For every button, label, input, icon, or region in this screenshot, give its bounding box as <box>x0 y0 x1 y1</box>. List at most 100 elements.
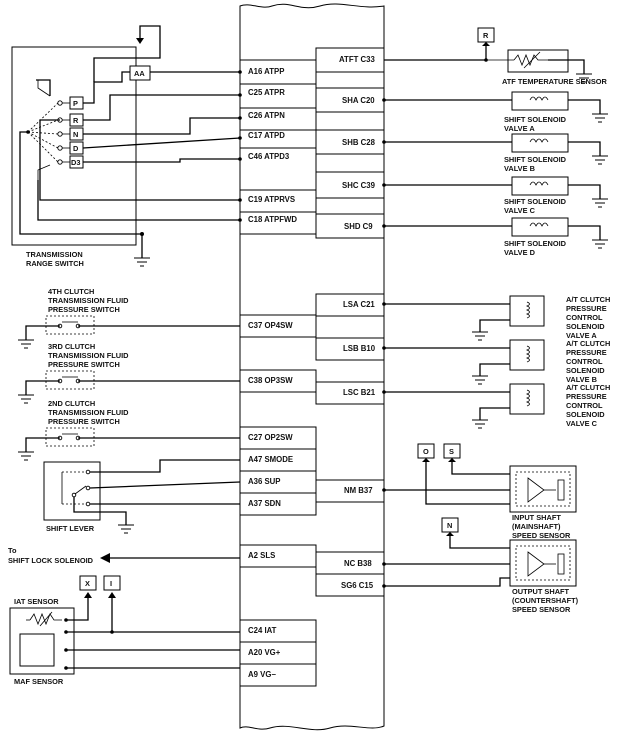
pressure-switch-4th: 4TH CLUTCH TRANSMISSION FLUID PRESSURE S… <box>18 287 240 349</box>
connector-i-label: I <box>110 579 112 588</box>
shift-lock-label: SHIFT LOCK SOLENOID <box>8 556 94 565</box>
ssc-label-2: VALVE C <box>504 206 536 215</box>
pin-c27-op2sw: C27 OP2SW <box>248 433 293 442</box>
ps3-label-1: 3RD CLUTCH <box>48 342 95 351</box>
psb-label-1: A/T CLUTCH <box>566 339 610 348</box>
ecm-left-pin-labels: A16 ATPP C25 ATPR C26 ATPN C17 ATPD C46 … <box>248 67 297 679</box>
pin-a47-smode: A47 SMODE <box>248 455 293 464</box>
input-sensor-label-1: INPUT SHAFT <box>512 513 561 522</box>
pressure-solenoid-b: A/T CLUTCH PRESSURE CONTROL SOLENOID VAL… <box>382 339 610 385</box>
pressure-solenoid-a: A/T CLUTCH PRESSURE CONTROL SOLENOID VAL… <box>382 295 610 341</box>
pin-nm-b37: NM B37 <box>344 486 373 495</box>
maf-sensor-label: MAF SENSOR <box>14 677 64 686</box>
pin-shd-c9: SHD C9 <box>344 222 373 231</box>
psc-label-3: CONTROL <box>566 401 603 410</box>
input-sensor-label-3: SPEED SENSOR <box>512 531 571 540</box>
psa-label-1: A/T CLUTCH <box>566 295 610 304</box>
iat-sensor-label: IAT SENSOR <box>14 597 59 606</box>
pin-c25-atpr: C25 ATPR <box>248 88 285 97</box>
ssd-label-1: SHIFT SOLENOID <box>504 239 567 248</box>
shift-lever-label: SHIFT LEVER <box>46 524 95 533</box>
position-d: D <box>73 144 79 153</box>
ps3-label-3: PRESSURE SWITCH <box>48 360 120 369</box>
shift-lock-to: To <box>8 546 17 555</box>
ssd-label-2: VALVE D <box>504 248 536 257</box>
pin-atft-c33: ATFT C33 <box>339 55 375 64</box>
ps3-label-2: TRANSMISSION FLUID <box>48 351 129 360</box>
pin-c17-atpd: C17 ATPD <box>248 131 285 140</box>
psa-label-3: CONTROL <box>566 313 603 322</box>
ecm-right-pin-boxes <box>315 47 385 597</box>
pressure-solenoid-c: A/T CLUTCH PRESSURE CONTROL SOLENOID VAL… <box>382 383 610 429</box>
psb-label-2: PRESSURE <box>566 348 607 357</box>
connector-s-label: S <box>449 447 454 456</box>
ssc-label-1: SHIFT SOLENOID <box>504 197 567 206</box>
ps4-label-1: 4TH CLUTCH <box>48 287 94 296</box>
pin-a36-sup: A36 SUP <box>248 477 281 486</box>
pin-nc-b38: NC B38 <box>344 559 372 568</box>
psb-label-4: SOLENOID <box>566 366 605 375</box>
shift-solenoid-a: SHIFT SOLENOID VALVE A <box>382 91 608 133</box>
psb-label-3: CONTROL <box>566 357 603 366</box>
psc-label-4: SOLENOID <box>566 410 605 419</box>
connector-aa-label: AA <box>134 69 145 78</box>
ps2-label-2: TRANSMISSION FLUID <box>48 408 129 417</box>
connector-n-label: N <box>447 521 452 530</box>
atf-temperature-sensor: R ATF TEMPERATURE SENSOR <box>384 27 608 86</box>
range-switch-wires <box>36 70 242 222</box>
pin-c24-iat: C24 IAT <box>248 626 277 635</box>
connector-aa: AA <box>93 25 161 82</box>
position-n: N <box>73 130 78 139</box>
psa-label-4: SOLENOID <box>566 322 605 331</box>
output-sensor-label-3: SPEED SENSOR <box>512 605 571 614</box>
ecm-left-pin-boxes <box>239 59 317 687</box>
pin-sha-c20: SHA C20 <box>342 96 375 105</box>
pin-lsb-b10: LSB B10 <box>343 344 376 353</box>
output-sensor-label-2: (COUNTERSHAFT) <box>512 596 579 605</box>
ssb-label-2: VALVE B <box>504 164 535 173</box>
pin-c46-atpd3: C46 ATPD3 <box>248 152 290 161</box>
psb-label-5: VALVE B <box>566 375 597 384</box>
position-d3: D3 <box>71 158 80 167</box>
shift-lock-output: To SHIFT LOCK SOLENOID <box>8 546 240 565</box>
pin-c37-op4sw: C37 OP4SW <box>248 321 293 330</box>
connector-x-label: X <box>85 579 90 588</box>
ecm-right-pin-labels: ATFT C33 SHA C20 SHB C28 SHC C39 SHD C9 … <box>339 55 376 590</box>
shift-solenoid-c: SHIFT SOLENOID VALVE C <box>382 176 608 215</box>
transmission-range-switch: P R N D D3 TRANSMISSION RANGE SWITCH <box>11 46 150 268</box>
range-switch-label-1: TRANSMISSION <box>26 250 83 259</box>
pin-shc-c39: SHC C39 <box>342 181 376 190</box>
pin-a20-vg-plus: A20 VG+ <box>248 648 281 657</box>
input-sensor-label-2: (MAINSHAFT) <box>512 522 561 531</box>
ps2-label-3: PRESSURE SWITCH <box>48 417 120 426</box>
psc-label-2: PRESSURE <box>566 392 607 401</box>
pin-lsa-c21: LSA C21 <box>343 300 375 309</box>
pin-lsc-b21: LSC B21 <box>343 388 376 397</box>
pin-c19-atprvs: C19 ATPRVS <box>248 195 295 204</box>
iat-maf-sensor: IAT SENSOR MAF SENSOR X I <box>9 575 240 686</box>
output-sensor-label-1: OUTPUT SHAFT <box>512 587 570 596</box>
position-p: P <box>73 99 78 108</box>
psc-label-1: A/T CLUTCH <box>566 383 610 392</box>
ps4-label-2: TRANSMISSION FLUID <box>48 296 129 305</box>
connector-o-label: O <box>423 447 429 456</box>
ssb-label-1: SHIFT SOLENOID <box>504 155 567 164</box>
input-shaft-speed-sensor: O S INPUT SHAFT (MAINSHAFT) SPEED SENSOR <box>382 443 577 540</box>
pin-sg6-c15: SG6 C15 <box>341 581 374 590</box>
psc-label-5: VALVE C <box>566 419 598 428</box>
pin-a16-atpp: A16 ATPP <box>248 67 284 76</box>
pin-a9-vg-minus: A9 VG− <box>248 670 276 679</box>
ssa-label-2: VALVE A <box>504 124 535 133</box>
connector-r-label: R <box>483 31 489 40</box>
pin-c18-atpfwd: C18 ATPFWD <box>248 215 297 224</box>
pin-c26-atpn: C26 ATPN <box>248 111 285 120</box>
shift-solenoid-b: SHIFT SOLENOID VALVE B <box>382 133 608 173</box>
ssa-label-1: SHIFT SOLENOID <box>504 115 567 124</box>
psa-label-2: PRESSURE <box>566 304 607 313</box>
ecm-body <box>239 3 385 731</box>
ps4-label-3: PRESSURE SWITCH <box>48 305 120 314</box>
atf-sensor-label: ATF TEMPERATURE SENSOR <box>502 77 608 86</box>
output-shaft-speed-sensor: N OUTPUT SHAFT (COUNTERSHAFT) SPEED SENS… <box>382 517 579 614</box>
shift-solenoid-d: SHIFT SOLENOID VALVE D <box>382 217 608 257</box>
range-switch-label-2: RANGE SWITCH <box>26 259 84 268</box>
